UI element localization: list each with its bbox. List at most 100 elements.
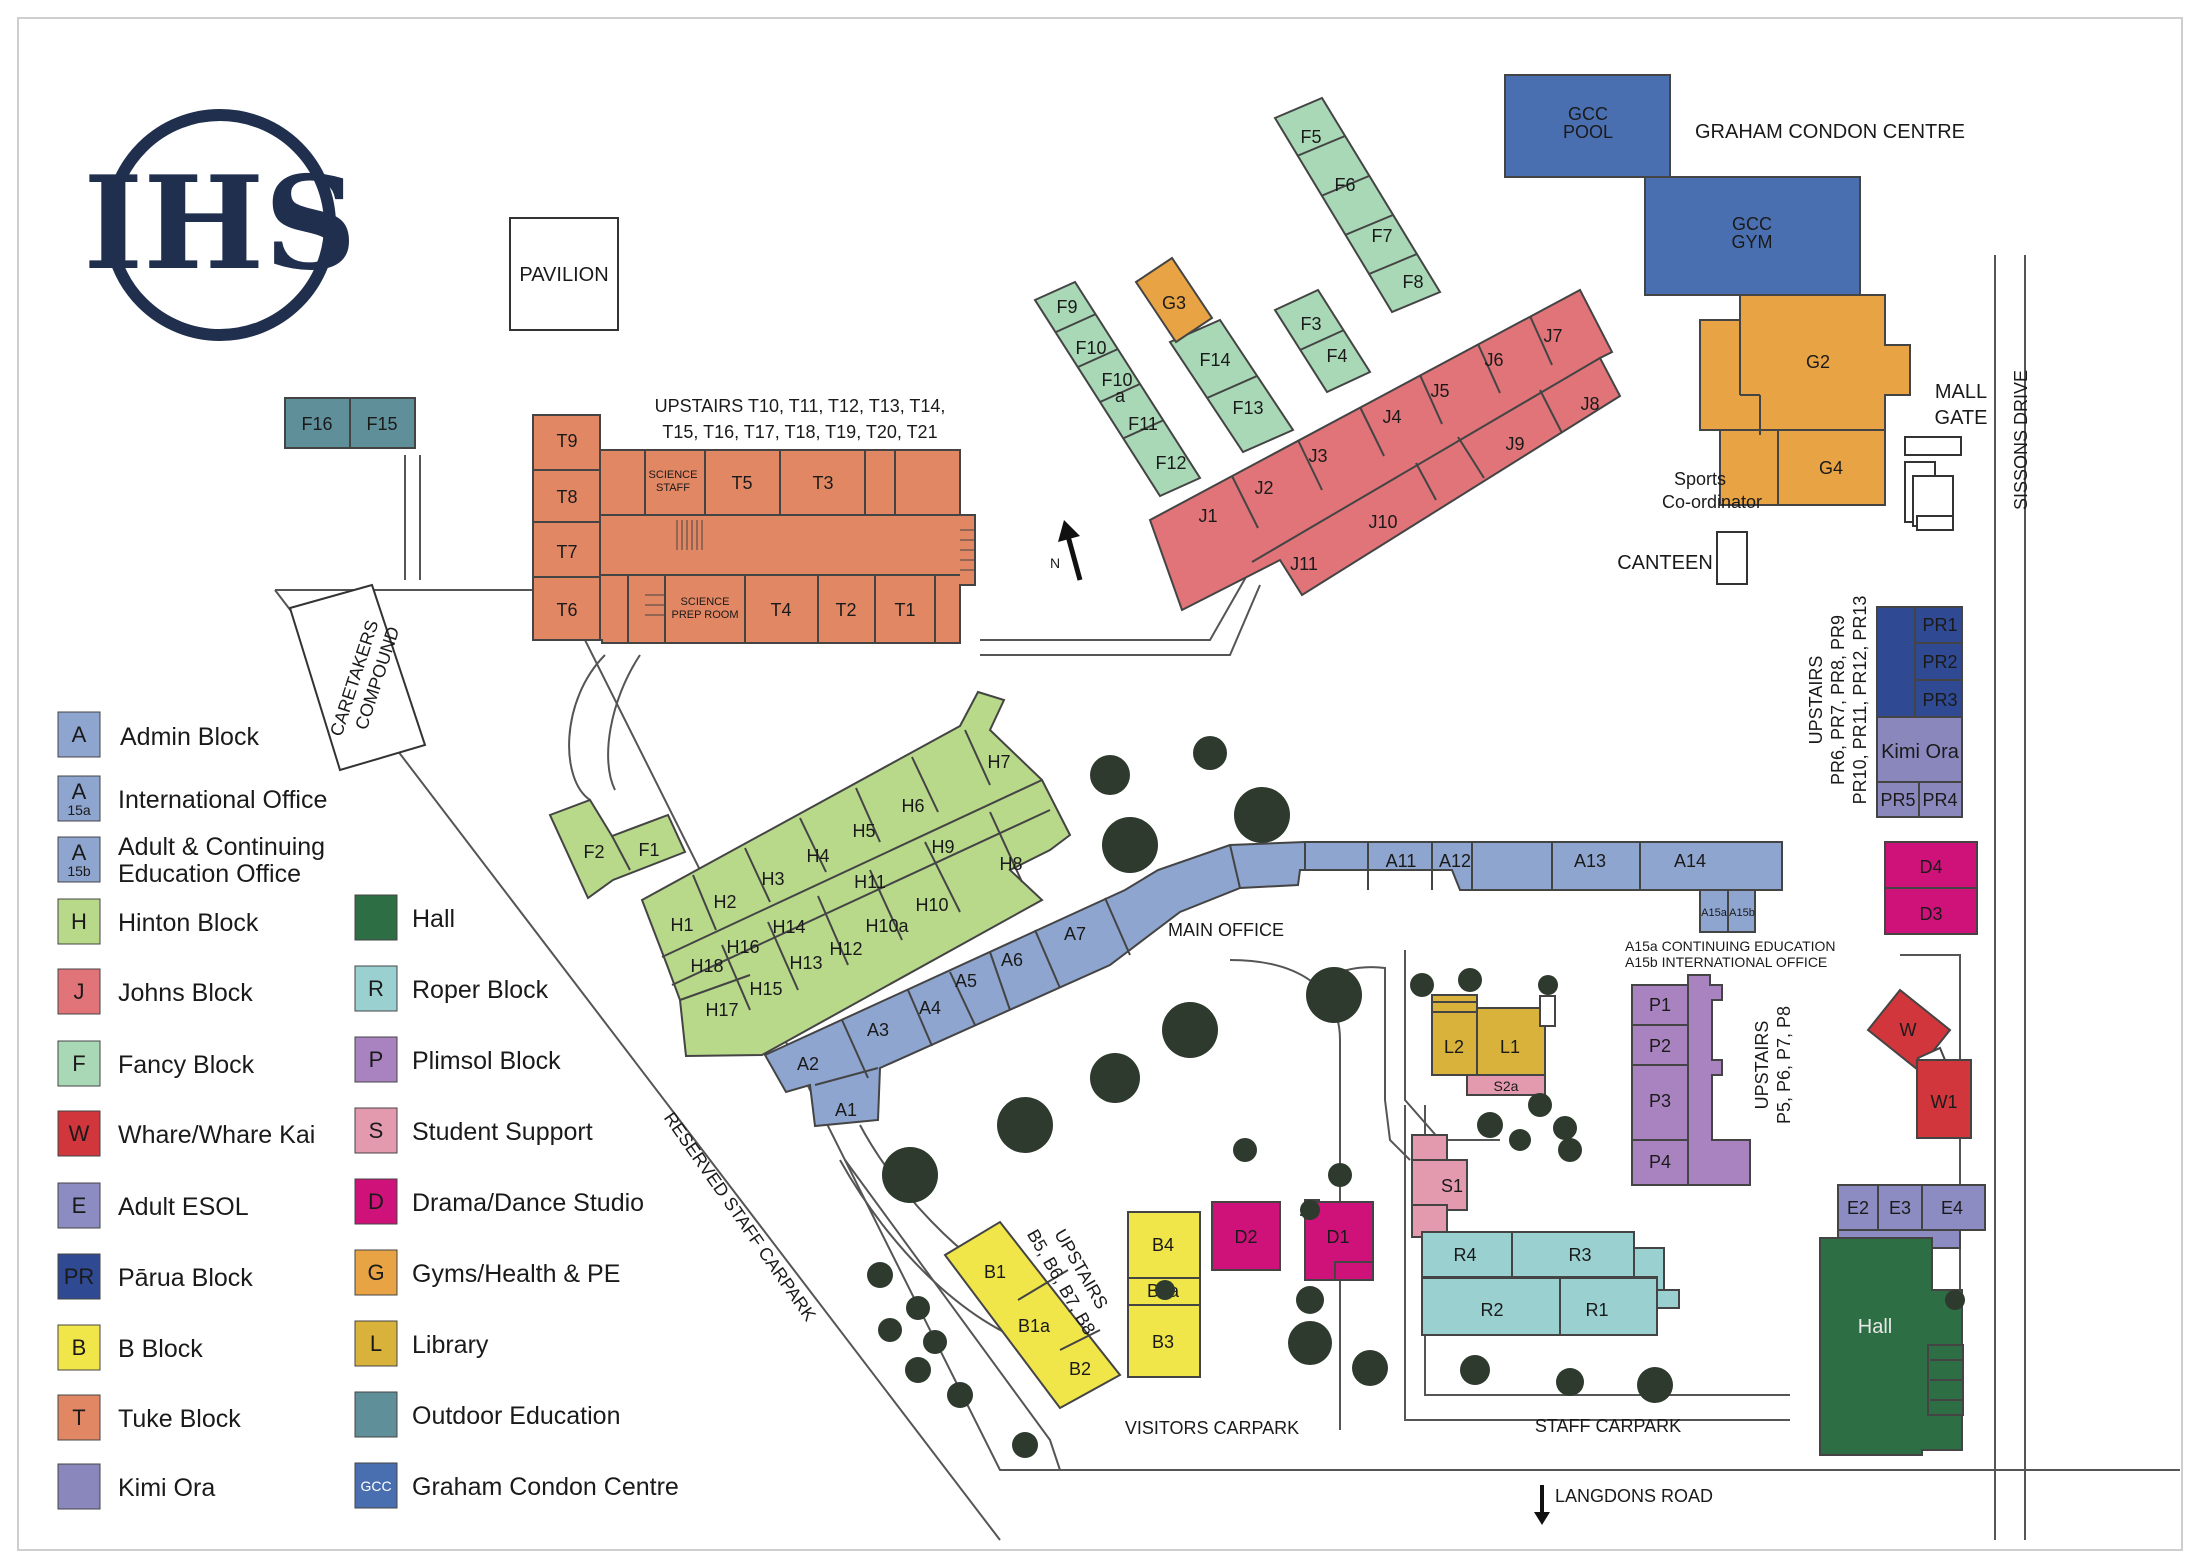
room-R1: R1 <box>1585 1300 1608 1320</box>
whare[interactable]: W W1 <box>1866 988 1972 1139</box>
tuke-labels: T9 T8 T7 T6 SCIENCE STAFF T5 T3 SCIENCE … <box>556 396 945 621</box>
tuke-block[interactable] <box>532 414 976 644</box>
room-A7: A7 <box>1064 924 1086 944</box>
library[interactable]: L2 L1 S2a <box>1431 994 1556 1096</box>
parua-upstairs-l1: UPSTAIRS <box>1806 656 1826 745</box>
parua-upstairs-l3: PR10, PR11, PR12, PR13 <box>1850 596 1870 805</box>
canteen[interactable]: CANTEEN <box>1617 531 1748 585</box>
roper-block[interactable]: R4 R3 R2 R1 <box>1421 1231 1680 1336</box>
student-support-s1[interactable]: S1 <box>1411 1134 1468 1238</box>
legend-item-kimi-ora[interactable]: Kimi Ora <box>57 1463 215 1510</box>
fancy-block-f9[interactable] <box>1033 280 1202 498</box>
legend-label: Pārua Block <box>118 1264 253 1292</box>
legend-code: G <box>367 1260 384 1285</box>
gym-g3[interactable]: G3 <box>1134 256 1214 344</box>
room-L2: L2 <box>1444 1037 1464 1057</box>
legend-code: A <box>72 722 87 747</box>
room-R2: R2 <box>1480 1300 1503 1320</box>
room-F12: F12 <box>1155 453 1186 473</box>
fancy-block-f1f2[interactable]: F2 F1 <box>548 798 687 900</box>
legend-item-outdoor[interactable]: Outdoor Education <box>354 1391 620 1438</box>
langdons-road-arrow <box>1534 1485 1550 1525</box>
legend-label-2: Education Office <box>118 860 301 888</box>
legend-item-roper[interactable]: R Roper Block <box>354 965 549 1012</box>
hinton-block[interactable] <box>640 690 1072 1058</box>
plimsol-block[interactable]: P1 P2 P3 P4 <box>1631 974 1751 1186</box>
drama-d1d2[interactable]: D2 D1 <box>1211 1199 1374 1281</box>
legend-item-plimsol[interactable]: P Plimsol Block <box>354 1036 561 1083</box>
room-A15a: A15a <box>1701 907 1728 919</box>
legend-item-gyms[interactable]: G Gyms/Health & PE <box>354 1249 620 1296</box>
sissons-drive-label: SISSONS DRIVE <box>2011 370 2031 510</box>
room-E4: E4 <box>1941 1198 1963 1218</box>
room-A14: A14 <box>1674 851 1706 871</box>
legend-label: Johns Block <box>118 979 253 1007</box>
room-J2: J2 <box>1254 478 1273 498</box>
legend-label: Whare/Whare Kai <box>118 1121 315 1149</box>
science-prep-l1: SCIENCE <box>681 596 730 608</box>
legend-item-hinton[interactable]: H Hinton Block <box>57 898 259 945</box>
legend-code: B <box>72 1335 87 1360</box>
legend: A Admin Block A 15a International Office… <box>57 711 679 1510</box>
room-A6: A6 <box>1001 950 1023 970</box>
gcc-pool[interactable]: GCC POOL <box>1504 74 1671 178</box>
room-A11: A11 <box>1386 851 1417 871</box>
room-T9: T9 <box>556 431 577 451</box>
room-H2: H2 <box>713 892 736 912</box>
pavilion[interactable]: PAVILION <box>509 217 619 331</box>
legend-item-library[interactable]: L Library <box>354 1320 489 1367</box>
room-F10: F10 <box>1075 338 1106 358</box>
fancy-block-north[interactable] <box>1273 96 1442 314</box>
legend-item-parua[interactable]: PR Pārua Block <box>57 1253 253 1300</box>
room-A3: A3 <box>867 1020 889 1040</box>
admin-labels: A1 A2 A3 A4 A5 A6 A7 A11 A12 A13 A14 A15… <box>797 851 1836 1120</box>
room-H12: H12 <box>829 939 862 959</box>
room-H16: H16 <box>726 937 759 957</box>
legend-item-drama[interactable]: D Drama/Dance Studio <box>354 1178 644 1225</box>
room-G3: G3 <box>1162 293 1186 313</box>
science-staff-l1: SCIENCE <box>649 469 698 481</box>
legend-code: A <box>72 840 87 865</box>
legend-item-hall[interactable]: Hall <box>354 894 455 941</box>
legend-item-johns[interactable]: J Johns Block <box>57 968 253 1015</box>
johns-labels: J1 J2 J3 J4 J5 J6 J7 J8 J9 J10 J11 <box>1198 326 1599 574</box>
legend-item-gcc[interactable]: GCC Graham Condon Centre <box>354 1462 679 1509</box>
legend-item-bblock[interactable]: B B Block <box>57 1324 203 1371</box>
fancy-block-f14[interactable] <box>1168 318 1295 454</box>
caretakers-compound[interactable]: CARETAKERS COMPOUND <box>288 583 427 772</box>
room-F2: F2 <box>583 842 604 862</box>
legend-item-adult-continuing[interactable]: A 15b Adult & Continuing Education Offic… <box>57 833 325 888</box>
admin-block[interactable] <box>763 841 1783 1128</box>
room-F10a-l1: F10 <box>1101 370 1132 390</box>
drama-d3d4[interactable]: D4 D3 <box>1884 841 1978 935</box>
room-PR3: PR3 <box>1922 690 1957 710</box>
legend-item-esol[interactable]: E Adult ESOL <box>57 1182 249 1229</box>
outdoor-education-block[interactable]: F16 F15 <box>284 397 416 449</box>
johns-block[interactable] <box>1148 288 1622 612</box>
legend-item-international[interactable]: A 15a International Office <box>57 775 327 822</box>
hall[interactable]: Hall <box>1819 1237 1964 1456</box>
legend-code: PR <box>64 1264 95 1289</box>
gyms-g2-g4[interactable]: G2 G4 <box>1699 294 1911 506</box>
legend-label: Adult ESOL <box>118 1193 249 1221</box>
room-F11: F11 <box>1128 414 1158 434</box>
room-PR1: PR1 <box>1922 615 1957 635</box>
parua-block[interactable]: PR1 PR2 PR3 Kimi Ora PR5 PR4 <box>1876 606 1963 818</box>
room-H14: H14 <box>772 917 805 937</box>
legend-item-whare[interactable]: W Whare/Whare Kai <box>57 1110 315 1157</box>
mall-gate-shelters <box>1904 436 1962 531</box>
fancy-block-f3f4[interactable] <box>1273 288 1372 394</box>
room-J5: J5 <box>1430 381 1449 401</box>
room-A2: A2 <box>797 1054 819 1074</box>
legend-item-fancy[interactable]: F Fancy Block <box>57 1040 255 1087</box>
legend-label: Plimsol Block <box>412 1047 561 1075</box>
legend-item-admin[interactable]: A Admin Block <box>57 711 259 758</box>
gcc-gym[interactable]: GCC GYM <box>1644 176 1861 296</box>
room-F1: F1 <box>638 840 659 860</box>
legend-item-tuke[interactable]: T Tuke Block <box>57 1394 241 1441</box>
legend-item-student-support[interactable]: S Student Support <box>354 1107 593 1154</box>
adult-esol-block[interactable]: E2 E3 E4 <box>1837 1184 1986 1249</box>
legend-code: L <box>370 1331 382 1356</box>
staff-carpark-label: STAFF CARPARK <box>1535 1416 1681 1436</box>
